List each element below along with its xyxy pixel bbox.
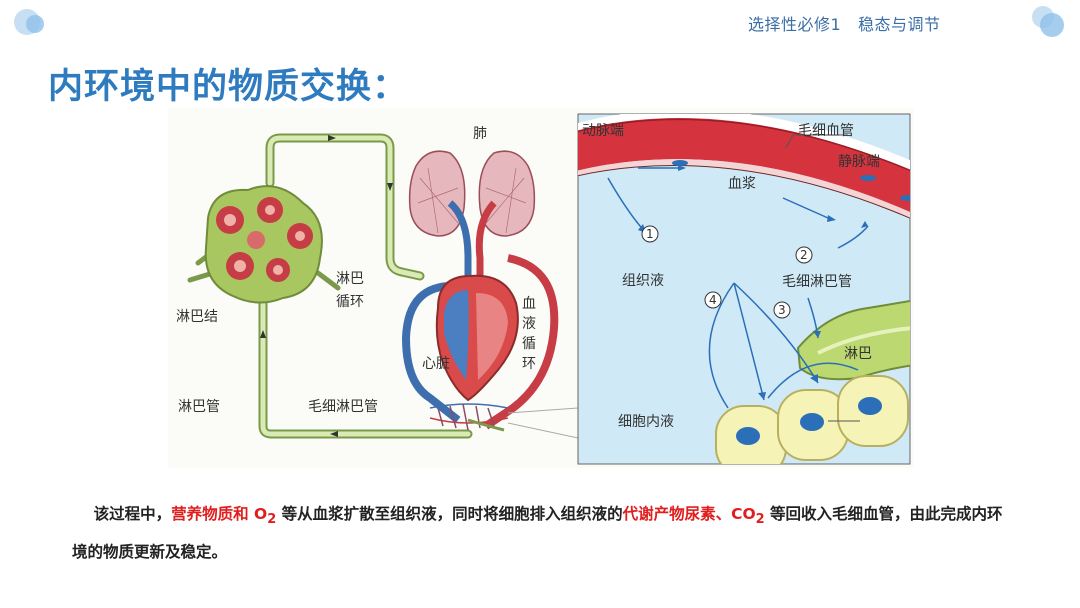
zoom-panel: 1 2 3 4: [577, 113, 911, 465]
flow-arrows-left: [260, 135, 393, 437]
caption-highlight-nutrients: 营养物质和 O2: [171, 505, 276, 527]
label-lymph-duct: 淋巴管: [178, 399, 220, 415]
label-arterial-end: 动脉端: [582, 123, 624, 139]
caption-co2-subscript: 2: [755, 512, 765, 528]
label-lymph-node: 淋巴结: [176, 309, 218, 325]
heart: [435, 274, 519, 402]
caption-text-3: 等回收入毛细血管，由此完成内环境的物质更新及稳定。: [72, 505, 1003, 562]
label-plasma: 血浆: [728, 176, 756, 192]
label-lymph-capillary-left: 毛细淋巴管: [308, 399, 378, 415]
marker-4: 4: [709, 293, 717, 307]
exchange-diagram: 肺 淋巴 循环 淋巴结 淋巴管 毛细淋巴管 心脏 血 液 循 环: [168, 108, 914, 468]
label-intracellular-fluid: 细胞内液: [618, 414, 674, 430]
marker-2: 2: [800, 248, 808, 262]
zoom-pointer: [507, 407, 579, 439]
label-tissue-fluid: 组织液: [622, 273, 664, 289]
marker-3: 3: [778, 303, 786, 317]
lymph-node: [204, 185, 323, 304]
capillary-bed: [429, 403, 509, 432]
label-venous-end: 静脉端: [838, 154, 880, 170]
blood-vessels: [401, 200, 559, 430]
decor-circle-tr-2: [1040, 13, 1064, 37]
marker-1: 1: [646, 227, 654, 241]
exchange-arrows: [607, 167, 869, 409]
slide-title: 内环境中的物质交换：: [48, 67, 409, 107]
lungs: [408, 150, 536, 237]
course-label: 选择性必修1 稳态与调节: [748, 15, 941, 34]
caption-highlight-waste-text: 代谢产物尿素、CO: [622, 505, 756, 523]
exchange-arrowheads: [638, 165, 868, 400]
caption-highlight-nutrients-text: 营养物质和 O: [171, 505, 268, 523]
label-lung: 肺: [473, 126, 487, 142]
label-blood-circulation-2: 液: [522, 316, 536, 332]
caption-text-2: 等从血浆扩散至组织液，同时将细胞排入组织液的: [276, 505, 623, 523]
caption-text-1: 该过程中，: [93, 505, 172, 523]
label-blood-circulation-4: 环: [522, 356, 536, 372]
label-lymph: 淋巴: [844, 346, 872, 362]
tissue-cells: [715, 375, 909, 464]
caption-paragraph: 该过程中，营养物质和 O2 等从血浆扩散至组织液，同时将细胞排入组织液的代谢产物…: [72, 498, 1012, 569]
caption-o2-subscript: 2: [267, 512, 277, 528]
label-blood-circulation-3: 循: [522, 336, 536, 352]
decor-circle-tl-2: [26, 15, 44, 33]
label-lymph-circulation-2: 循环: [336, 294, 364, 310]
label-lymph-circulation-1: 淋巴: [336, 271, 364, 287]
label-blood-circulation-1: 血: [522, 296, 536, 312]
label-heart: 心脏: [422, 356, 450, 372]
label-lymph-capillary-right: 毛细淋巴管: [782, 274, 852, 290]
label-blood-capillary: 毛细血管: [798, 123, 854, 139]
caption-highlight-waste: 代谢产物尿素、CO2: [622, 505, 765, 527]
